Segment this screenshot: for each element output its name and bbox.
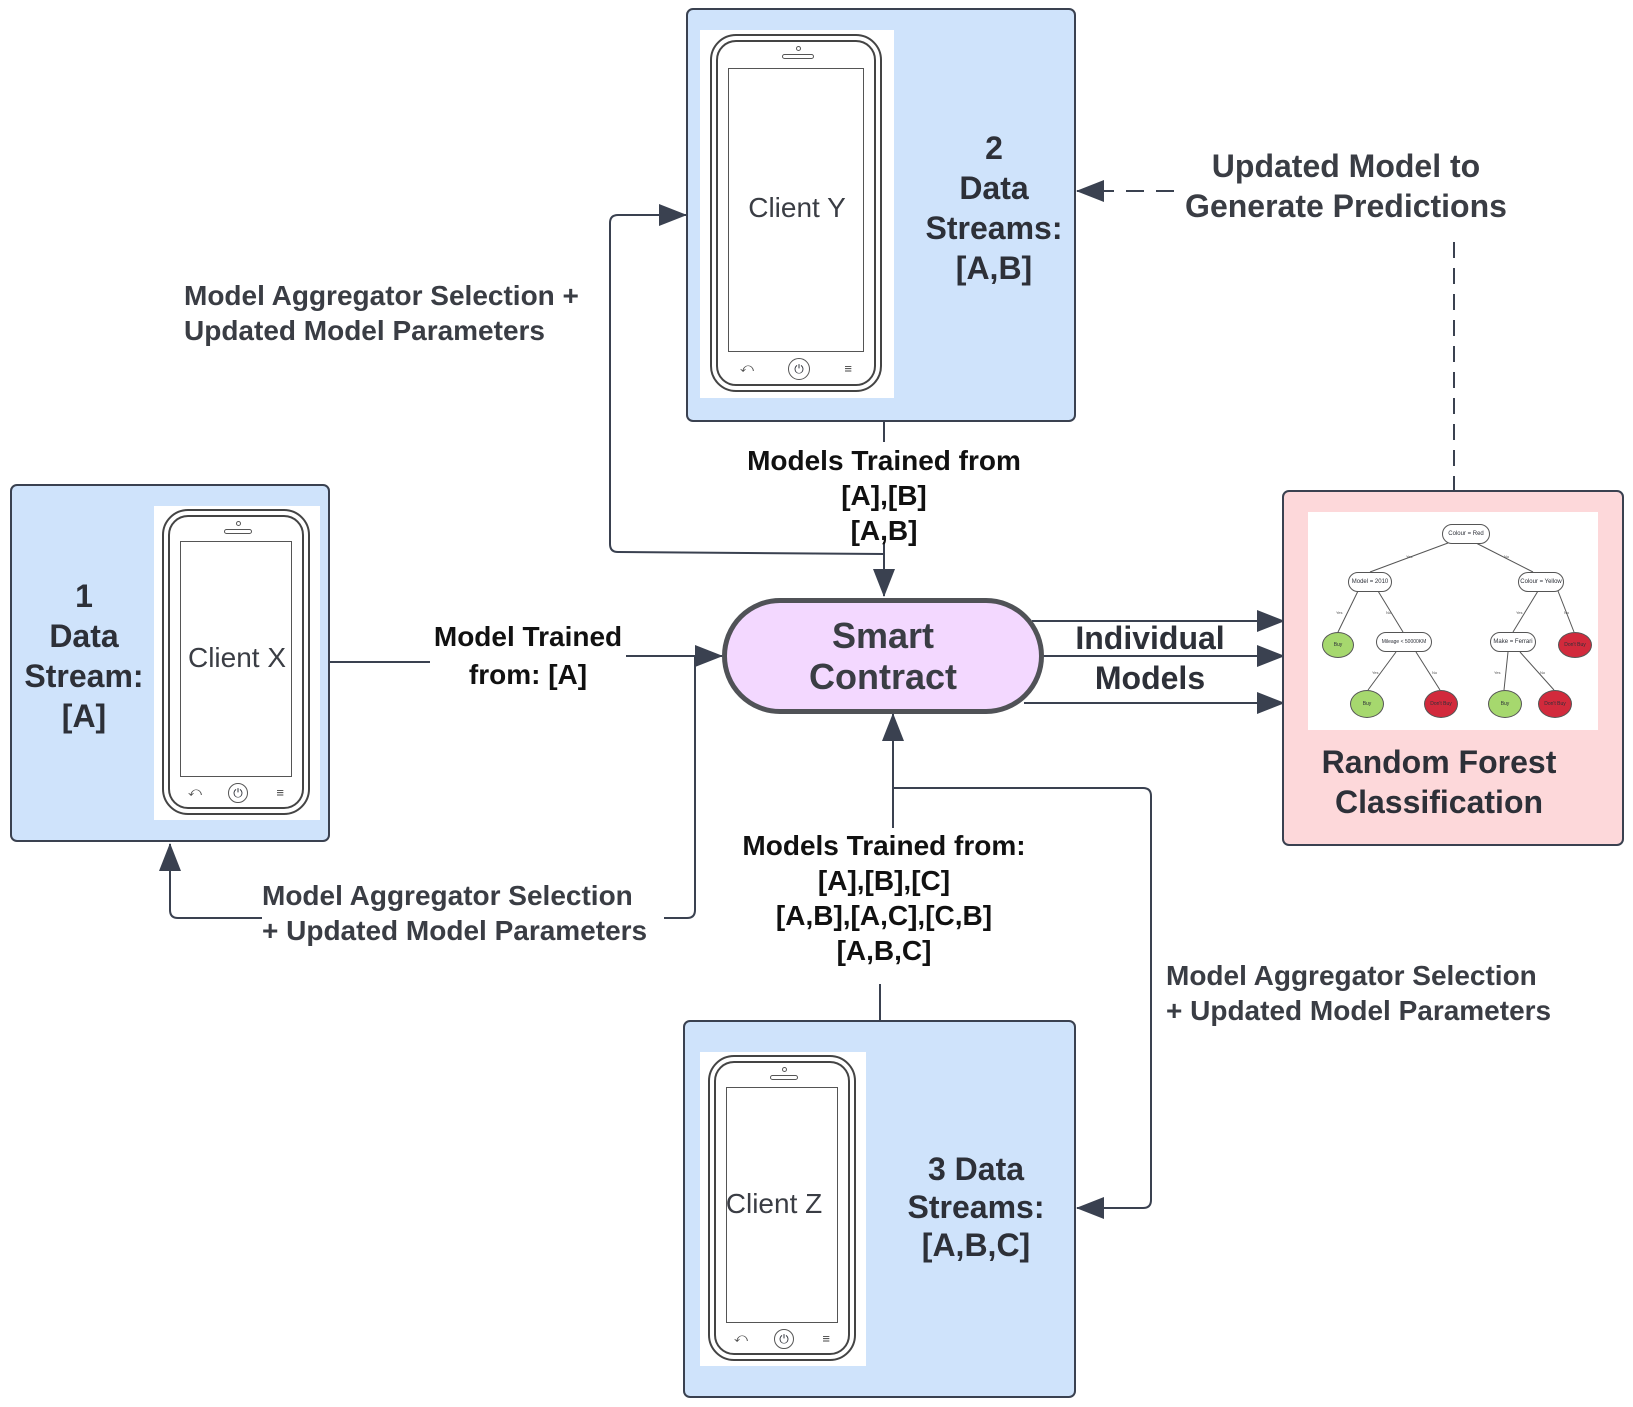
smart-contract-node: Smart Contract: [722, 598, 1044, 714]
client-x-name: Client X: [187, 642, 287, 673]
tree-leaf-dont-buy: Don't Buy: [1558, 632, 1592, 658]
client-z-streams: 3 Data Streams: [A,B,C]: [907, 1151, 1045, 1263]
label-trained-client-z: Models Trained from: [A],[B],[C] [A,B],[…: [742, 830, 1026, 966]
label-aggregator-client-x: Model Aggregator Selection + Updated Mod…: [262, 880, 648, 946]
tree-leaf-buy: Buy: [1350, 690, 1384, 718]
tree-node-left-right: Mileage < 50000KM: [1376, 632, 1432, 652]
smart-contract-label-2: Contract: [808, 656, 957, 697]
edge-contract-to-client-x-b: [159, 843, 262, 919]
client-y-name: Client Y: [748, 192, 846, 223]
tree-node-right: Colour = Yellow: [1518, 572, 1564, 592]
decision-tree-image: Colour = Red Model = 2010 Colour = Yello…: [1308, 512, 1598, 730]
tree-edge-yes: Yes: [1372, 670, 1379, 675]
tree-edge-yes: Yes: [1516, 610, 1523, 615]
edge-contract-to-client-x-a: [664, 656, 696, 919]
client-x-box: 1 Data Stream: [A] ⤺ ⏻ ≡ Client X: [10, 484, 330, 842]
tree-leaf-buy: Buy: [1322, 632, 1354, 658]
client-y-phone-frame: ⤺ ⏻ ≡ Client Y: [700, 30, 894, 398]
tree-node-left: Model = 2010: [1348, 572, 1392, 592]
label-trained-client-y: Models Trained from [A],[B] [A,B]: [747, 445, 1021, 546]
tree-node-right-left: Make = Ferrari: [1490, 632, 1536, 652]
smart-contract-label-1: Smart: [831, 615, 935, 656]
client-x-streams: 1 Data Stream: [A]: [24, 578, 144, 734]
label-updated-model-predictions: Updated Model to Generate Predictions: [1185, 148, 1507, 224]
tree-edge-yes: Yes: [1494, 670, 1501, 675]
client-z-name: Client Z: [725, 1188, 823, 1219]
random-forest-box: Colour = Red Model = 2010 Colour = Yello…: [1282, 490, 1624, 846]
edge-contract-to-client-y: [609, 204, 885, 555]
tree-edge-no: No: [1386, 610, 1392, 615]
tree-edge-yes: Yes: [1406, 554, 1413, 559]
tree-leaf-dont-buy: Don't Buy: [1538, 690, 1572, 718]
tree-edge-no: No: [1540, 670, 1546, 675]
tree-edges: [1337, 542, 1575, 691]
random-forest-title: Random Forest Classification: [1321, 744, 1557, 820]
label-trained-client-x: Model Trained from: [A]: [433, 621, 623, 690]
phone-icon: ⤺ ⏻ ≡: [708, 1055, 856, 1361]
tree-edge-no: No: [1432, 670, 1438, 675]
tree-edge-no: No: [1504, 554, 1510, 559]
tree-leaf-dont-buy: Don't Buy: [1424, 690, 1458, 718]
phone-icon: ⤺ ⏻ ≡: [162, 509, 310, 815]
client-z-box: ⤺ ⏻ ≡ Client Z 3 Data Streams: [A,B,C]: [683, 1020, 1076, 1398]
label-individual-models: Individual Models: [1075, 620, 1225, 696]
tree-leaf-buy: Buy: [1488, 690, 1522, 718]
tree-edge-yes: Yes: [1336, 610, 1343, 615]
phone-icon: ⤺ ⏻ ≡: [710, 34, 882, 392]
client-y-box: ⤺ ⏻ ≡ Client Y 2 Data Streams: [A,B]: [686, 8, 1076, 422]
tree-node-root: Colour = Red: [1442, 524, 1490, 544]
client-z-phone-frame: ⤺ ⏻ ≡ Client Z: [700, 1052, 866, 1366]
client-x-phone-frame: ⤺ ⏻ ≡ Client X: [154, 506, 320, 820]
tree-edge-no: No: [1564, 610, 1570, 615]
edge-contract-to-client-z: [893, 787, 1152, 1219]
client-y-streams: 2 Data Streams: [A,B]: [925, 130, 1063, 286]
label-aggregator-client-y: Model Aggregator Selection + Updated Mod…: [184, 280, 579, 346]
label-aggregator-client-z: Model Aggregator Selection + Updated Mod…: [1166, 960, 1552, 1026]
